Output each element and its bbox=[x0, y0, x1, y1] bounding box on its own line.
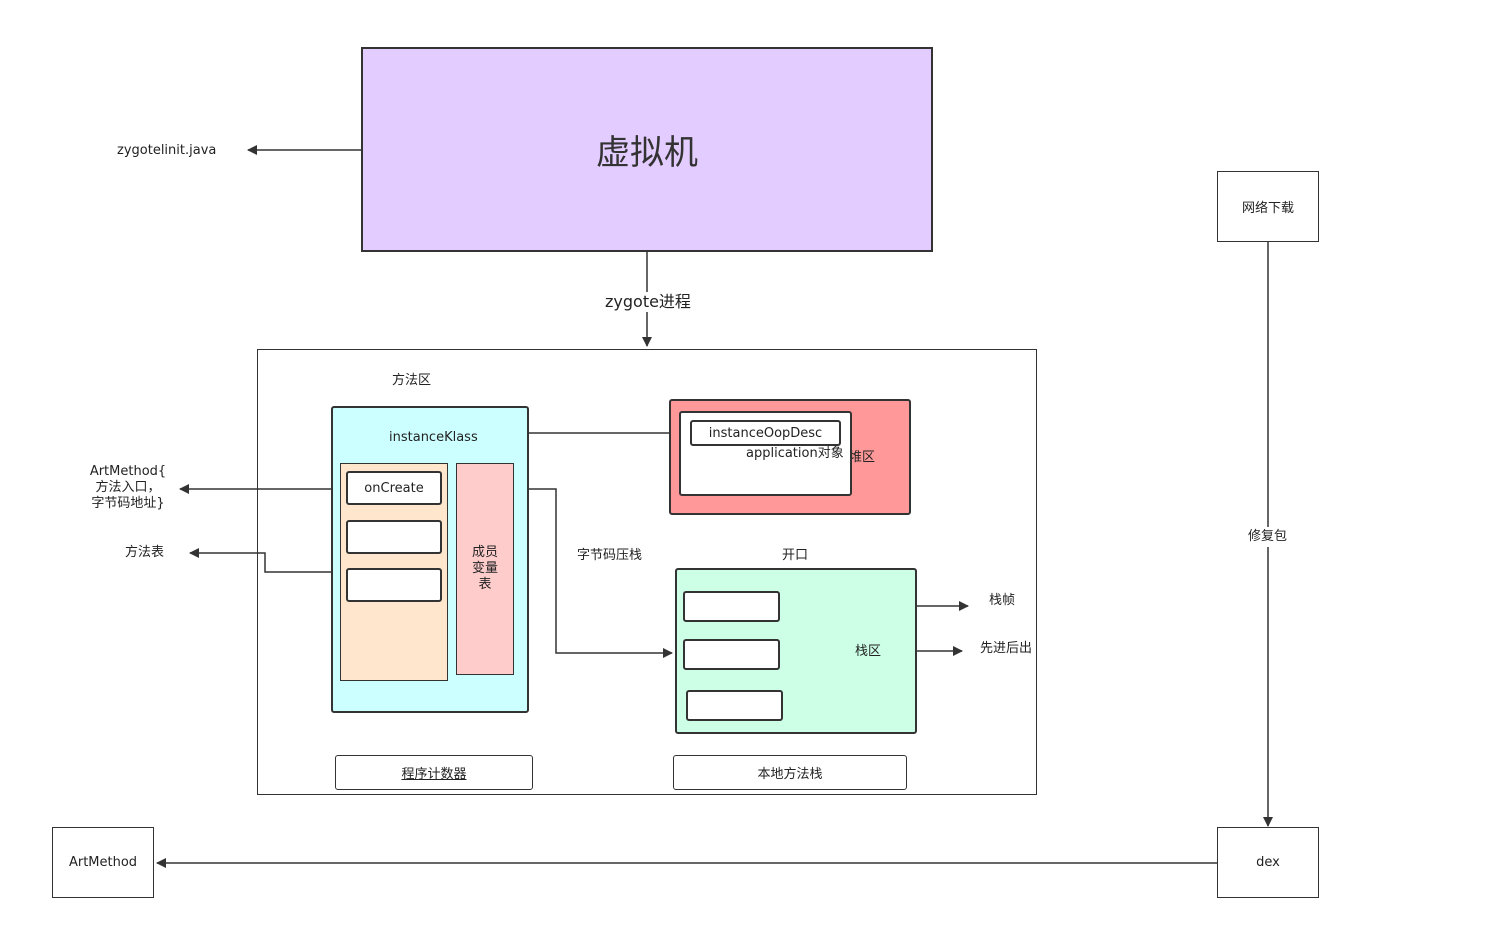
dex-label: dex bbox=[1256, 855, 1280, 870]
oncreate-method-slot: onCreate bbox=[346, 471, 442, 505]
method-slot bbox=[346, 520, 442, 554]
stack-frame-label: 栈帧 bbox=[989, 593, 1016, 608]
stack-label: 栈区 bbox=[855, 644, 882, 659]
member-variable-table: 成员 变量 表 bbox=[456, 463, 514, 675]
stack-frame-slot bbox=[686, 690, 783, 721]
artmethod-description-label: ArtMethod{ 方法入口， 字节码地址} bbox=[89, 464, 167, 511]
native-method-stack-box: 本地方法栈 bbox=[673, 755, 907, 790]
zygote-process-label: zygote进程 bbox=[605, 292, 691, 312]
method-slot bbox=[346, 568, 442, 602]
bytecode-push-label: 字节码压栈 bbox=[577, 548, 643, 563]
zygoteinit-label: zygotelinit.java bbox=[117, 143, 217, 158]
program-counter-label: 程序计数器 bbox=[401, 767, 467, 782]
instance-klass-label: instanceKlass bbox=[389, 430, 478, 445]
program-counter-box: 程序计数器 bbox=[335, 755, 533, 790]
lifo-label: 先进后出 bbox=[980, 641, 1033, 656]
instance-oop-desc-box: instanceOopDesc bbox=[690, 420, 841, 446]
method-area-label: 方法区 bbox=[392, 373, 432, 388]
network-download-label: 网络下载 bbox=[1241, 201, 1294, 216]
native-method-stack-label: 本地方法栈 bbox=[757, 767, 823, 782]
stack-frame-slot bbox=[683, 639, 780, 670]
instance-oop-desc-label: instanceOopDesc bbox=[708, 425, 823, 441]
dex-box: dex bbox=[1217, 827, 1319, 898]
vm-box: 虚拟机 bbox=[361, 47, 933, 252]
vm-title: 虚拟机 bbox=[596, 133, 698, 173]
patch-package-label: 修复包 bbox=[1248, 527, 1288, 547]
member-variable-table-label: 成员 变量 表 bbox=[471, 545, 498, 592]
runtime-container bbox=[257, 349, 1037, 795]
artmethod-box: ArtMethod bbox=[52, 827, 154, 898]
method-table-label: 方法表 bbox=[125, 545, 165, 560]
stack-opening-label: 开口 bbox=[782, 548, 809, 563]
network-download-box: 网络下载 bbox=[1217, 171, 1319, 242]
heap-label: 堆区 bbox=[849, 450, 876, 465]
artmethod-box-label: ArtMethod bbox=[68, 855, 138, 870]
application-object-label: application对象 bbox=[746, 446, 844, 461]
stack-frame-slot bbox=[683, 591, 780, 622]
oncreate-label: onCreate bbox=[364, 480, 424, 496]
